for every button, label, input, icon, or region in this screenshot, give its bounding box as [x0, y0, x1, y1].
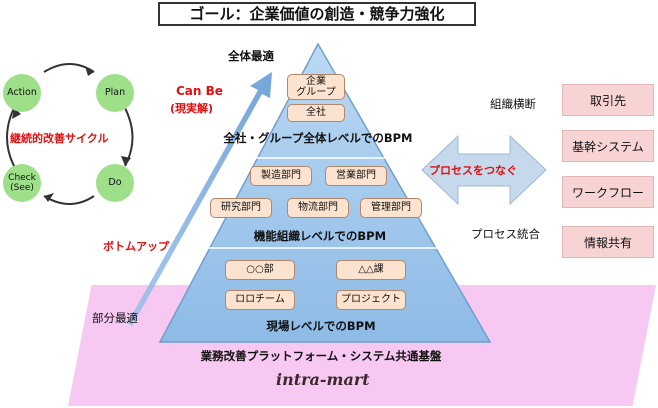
node-manufacturing: 製造部門: [250, 166, 312, 186]
node-research: 研究部門: [210, 198, 272, 218]
cycle-node-action: Action: [3, 74, 41, 112]
can-be-sub-label: (現実解): [170, 102, 214, 115]
bottom-level-label: 現場レベルでのBPM: [266, 319, 376, 333]
node-department: ○○部: [225, 260, 295, 280]
node-team: ロロチーム: [225, 290, 295, 310]
node-project: プロジェクト: [336, 290, 406, 310]
apex-label: 全体最適: [228, 49, 274, 63]
goal-banner: ゴール：企業価値の創造・競争力強化: [158, 2, 476, 26]
box-core-system: 基幹システム: [562, 130, 654, 162]
node-sales: 営業部門: [325, 166, 387, 186]
node-group: 企業 グループ: [287, 74, 345, 100]
cycle-node-check: Check (See): [3, 164, 41, 202]
cross-org-label: 組織横断: [490, 97, 536, 111]
connect-double-arrow: [421, 134, 547, 206]
node-section: △△課: [336, 260, 406, 280]
node-admin: 管理部門: [360, 198, 422, 218]
platform-label: 業務改善プラットフォーム・システム共通基盤: [200, 349, 442, 363]
intra-mart-logo: intra-mart: [276, 370, 370, 389]
cycle-node-plan: Plan: [96, 74, 134, 112]
bottom-up-label: ボトムアップ: [103, 240, 169, 253]
box-info-sharing: 情報共有: [562, 226, 654, 258]
bottom-up-arrow: [118, 72, 272, 326]
process-integration-label: プロセス統合: [471, 227, 540, 241]
box-business-partner: 取引先: [562, 84, 654, 116]
mid-level-label: 機能組織レベルでのBPM: [253, 229, 387, 243]
cycle-label: 継続的改善サイクル: [10, 132, 109, 145]
connect-process-label: プロセスをつなぐ: [429, 164, 517, 177]
node-logistics: 物流部門: [287, 198, 349, 218]
box-workflow: ワークフロー: [562, 176, 654, 208]
node-company: 全社: [287, 104, 345, 122]
partial-optimum-label: 部分最適: [92, 311, 138, 325]
cycle-node-do: Do: [96, 164, 134, 202]
can-be-label: Can Be: [176, 84, 223, 98]
top-level-label: 全社・グループ全体レベルでのBPM: [223, 131, 413, 145]
